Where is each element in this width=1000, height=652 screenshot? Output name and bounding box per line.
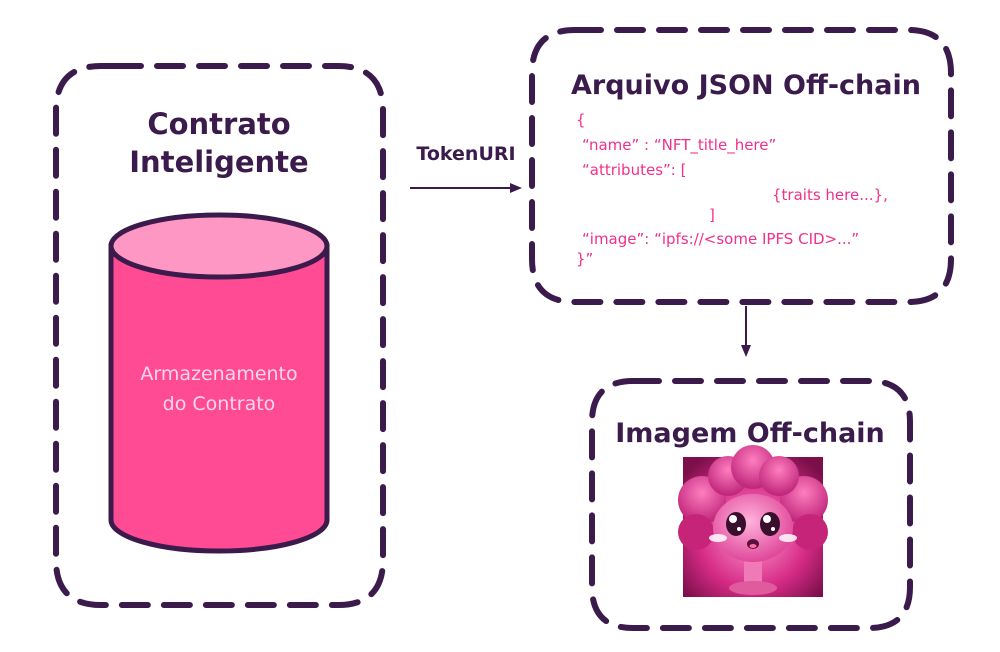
storage-label-line2: do Contrato [163, 393, 276, 415]
contract-box: Contrato Inteligente Armazenamento do Co… [53, 63, 386, 608]
cylinder-database-icon [108, 212, 330, 554]
json-line: “attributes”: [ [582, 161, 686, 179]
arrow-head-down [741, 345, 751, 357]
contract-title-line1: Contrato [147, 107, 290, 141]
tokenuri-arrow: TokenURI [410, 143, 522, 193]
contract-title-line2: Inteligente [129, 145, 308, 179]
json-line: {traits here...}, [772, 186, 888, 204]
storage-label-line1: Armazenamento [140, 363, 297, 385]
json-line: }” [576, 250, 593, 268]
arrow-label: TokenURI [416, 143, 515, 165]
json-line: ] [709, 206, 715, 224]
json-line: { [576, 111, 586, 129]
image-box-border [589, 378, 913, 631]
image-box: Imagem Off-chain [589, 378, 913, 631]
json-box: Arquivo JSON Off-chain { “name” : “NFT_t… [529, 27, 954, 305]
json-box-border [529, 27, 954, 305]
image-box-title: Imagem Off-chain [615, 418, 885, 449]
json-line: “image”: “ipfs://<some IPFS CID>...” [582, 230, 859, 248]
arrow-head-right [510, 183, 522, 193]
json-line: “name” : “NFT_title_here” [582, 136, 776, 155]
down-arrow [741, 306, 751, 357]
contract-box-border [53, 63, 386, 608]
json-box-title: Arquivo JSON Off-chain [571, 70, 921, 101]
nft-character-image [678, 445, 828, 597]
